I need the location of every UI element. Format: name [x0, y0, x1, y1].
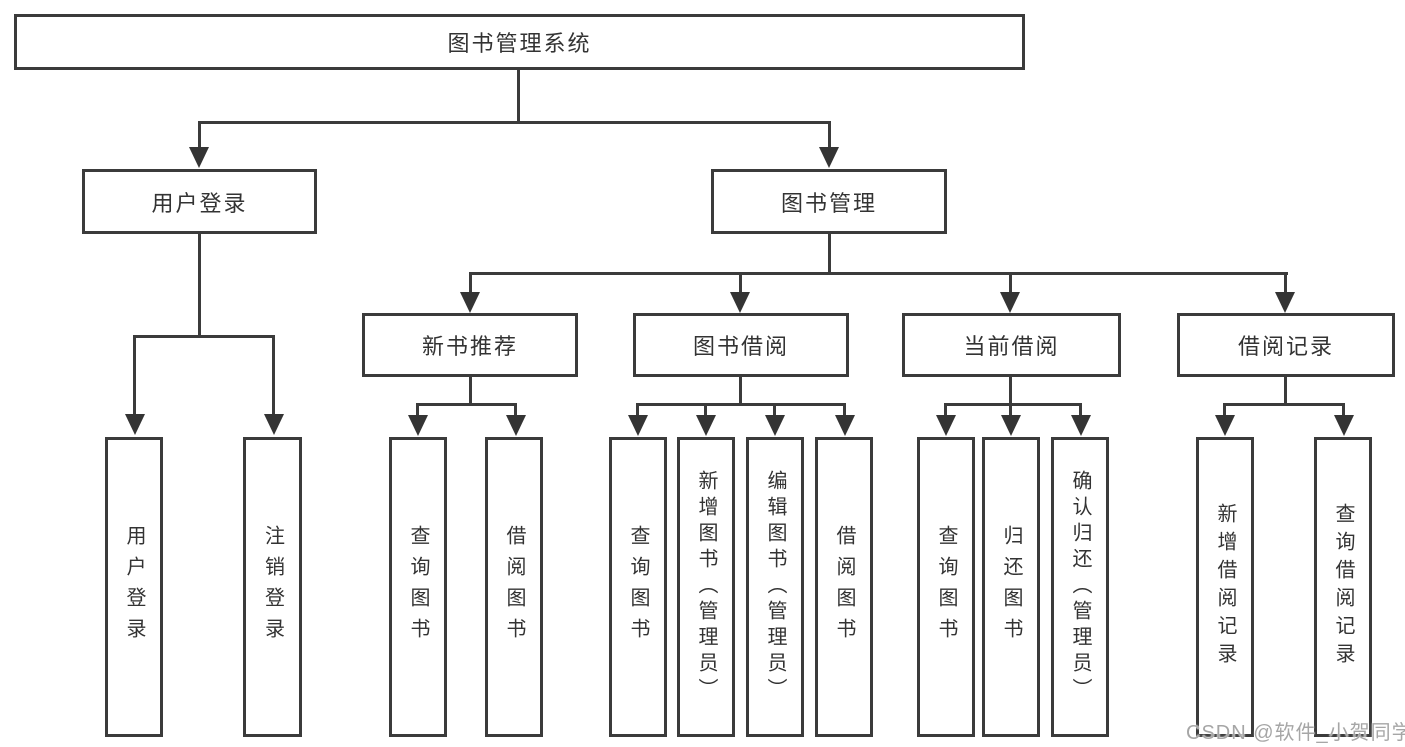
- leaf-logout: 注销登录: [243, 437, 302, 737]
- leaf-query-books-current: 查询图书: [917, 437, 975, 737]
- arrow-down-icon: [408, 415, 428, 436]
- connector-stem: [133, 335, 136, 417]
- connector-stem: [1284, 377, 1287, 406]
- leaf-label: 归还图书: [1000, 525, 1022, 649]
- node-label: 图书管理: [780, 190, 877, 216]
- node-new-book-recommendation: 新书推荐: [362, 313, 578, 377]
- leaf-label: 新增借阅记录: [1214, 503, 1236, 671]
- connector-stem: [1342, 403, 1345, 418]
- arrow-down-icon: [936, 415, 956, 436]
- leaf-add-books-admin: 新增图书（管理员）: [677, 437, 735, 737]
- connector-bus: [133, 335, 275, 338]
- connector-bus: [636, 403, 846, 406]
- arrow-down-icon: [1334, 415, 1354, 436]
- leaf-label: 借阅图书: [503, 525, 525, 649]
- connector-stem: [469, 272, 472, 294]
- connector-stem: [514, 403, 517, 418]
- leaf-edit-books-admin: 编辑图书（管理员）: [746, 437, 804, 737]
- node-book-borrowing: 图书借阅: [633, 313, 849, 377]
- connector-stem: [272, 335, 275, 417]
- leaf-label: 用户登录: [123, 525, 145, 649]
- arrow-down-icon: [506, 415, 526, 436]
- connector-stem: [636, 403, 639, 418]
- arrow-down-icon: [1275, 292, 1295, 313]
- node-library-management-system: 图书管理系统: [14, 14, 1025, 70]
- arrow-down-icon: [1215, 415, 1235, 436]
- node-label: 图书借阅: [692, 334, 789, 359]
- arrow-down-icon: [730, 292, 750, 313]
- node-borrowing-records: 借阅记录: [1177, 313, 1395, 377]
- node-label: 用户登录: [151, 190, 248, 216]
- node-label: 当前借阅: [963, 334, 1060, 359]
- connector-stem: [944, 403, 947, 418]
- connector-root-stem: [517, 70, 520, 122]
- leaf-label: 查询图书: [935, 525, 957, 649]
- arrow-down-icon: [1001, 415, 1021, 436]
- leaf-return-books: 归还图书: [982, 437, 1040, 737]
- connector-bus: [1223, 403, 1345, 406]
- node-label: 图书管理系统: [447, 31, 592, 56]
- leaf-user-login: 用户登录: [105, 437, 163, 737]
- leaf-label: 编辑图书（管理员）: [764, 470, 786, 704]
- arrow-down-icon: [835, 415, 855, 436]
- arrow-down-icon: [628, 415, 648, 436]
- leaf-label: 新增图书（管理员）: [695, 470, 717, 704]
- connector-stem: [843, 403, 846, 418]
- arrow-down-icon: [1071, 415, 1091, 436]
- connector-stem: [198, 234, 201, 338]
- connector-stem: [1223, 403, 1226, 418]
- arrow-down-icon: [819, 147, 839, 168]
- connector-stem: [773, 403, 776, 418]
- leaf-label: 查询图书: [627, 525, 649, 649]
- connector-root-bus: [198, 121, 831, 124]
- connector-stem: [1009, 272, 1012, 294]
- csdn-watermark: CSDN @软件_小贺同学: [1186, 722, 1405, 744]
- connector-stem: [739, 377, 742, 406]
- arrow-down-icon: [1000, 292, 1020, 313]
- connector-stem: [416, 403, 419, 418]
- connector-stem: [469, 377, 472, 406]
- connector-stem: [828, 121, 831, 151]
- arrow-down-icon: [696, 415, 716, 436]
- connector-bus: [469, 272, 1288, 275]
- node-current-borrowing: 当前借阅: [902, 313, 1121, 377]
- leaf-label: 确认归还（管理员）: [1069, 470, 1091, 704]
- connector-stem: [828, 234, 831, 275]
- leaf-query-books-recommend: 查询图书: [389, 437, 447, 737]
- leaf-confirm-return-admin: 确认归还（管理员）: [1051, 437, 1109, 737]
- connector-stem: [1284, 272, 1287, 294]
- connector-bus: [944, 403, 1082, 406]
- node-user-login: 用户登录: [82, 169, 317, 234]
- arrow-down-icon: [189, 147, 209, 168]
- leaf-query-books-borrow: 查询图书: [609, 437, 667, 737]
- node-book-management: 图书管理: [711, 169, 947, 234]
- leaf-borrow-books: 借阅图书: [815, 437, 873, 737]
- leaf-label: 注销登录: [261, 525, 284, 649]
- leaf-label: 查询借阅记录: [1332, 503, 1354, 671]
- connector-stem: [1009, 403, 1012, 418]
- node-label: 新书推荐: [421, 334, 518, 359]
- leaf-query-borrow-record: 查询借阅记录: [1314, 437, 1372, 737]
- arrow-down-icon: [264, 414, 284, 435]
- arrow-down-icon: [765, 415, 785, 436]
- arrow-down-icon: [125, 414, 145, 435]
- leaf-add-borrow-record: 新增借阅记录: [1196, 437, 1254, 737]
- leaf-label: 查询图书: [407, 525, 429, 649]
- arrow-down-icon: [460, 292, 480, 313]
- connector-stem: [1079, 403, 1082, 418]
- connector-bus: [416, 403, 517, 406]
- connector-stem: [1009, 377, 1012, 406]
- connector-stem: [198, 121, 201, 151]
- connector-stem: [739, 272, 742, 294]
- node-label: 借阅记录: [1237, 334, 1334, 359]
- connector-stem: [704, 403, 707, 418]
- leaf-label: 借阅图书: [833, 525, 855, 649]
- leaf-borrow-books-recommend: 借阅图书: [485, 437, 543, 737]
